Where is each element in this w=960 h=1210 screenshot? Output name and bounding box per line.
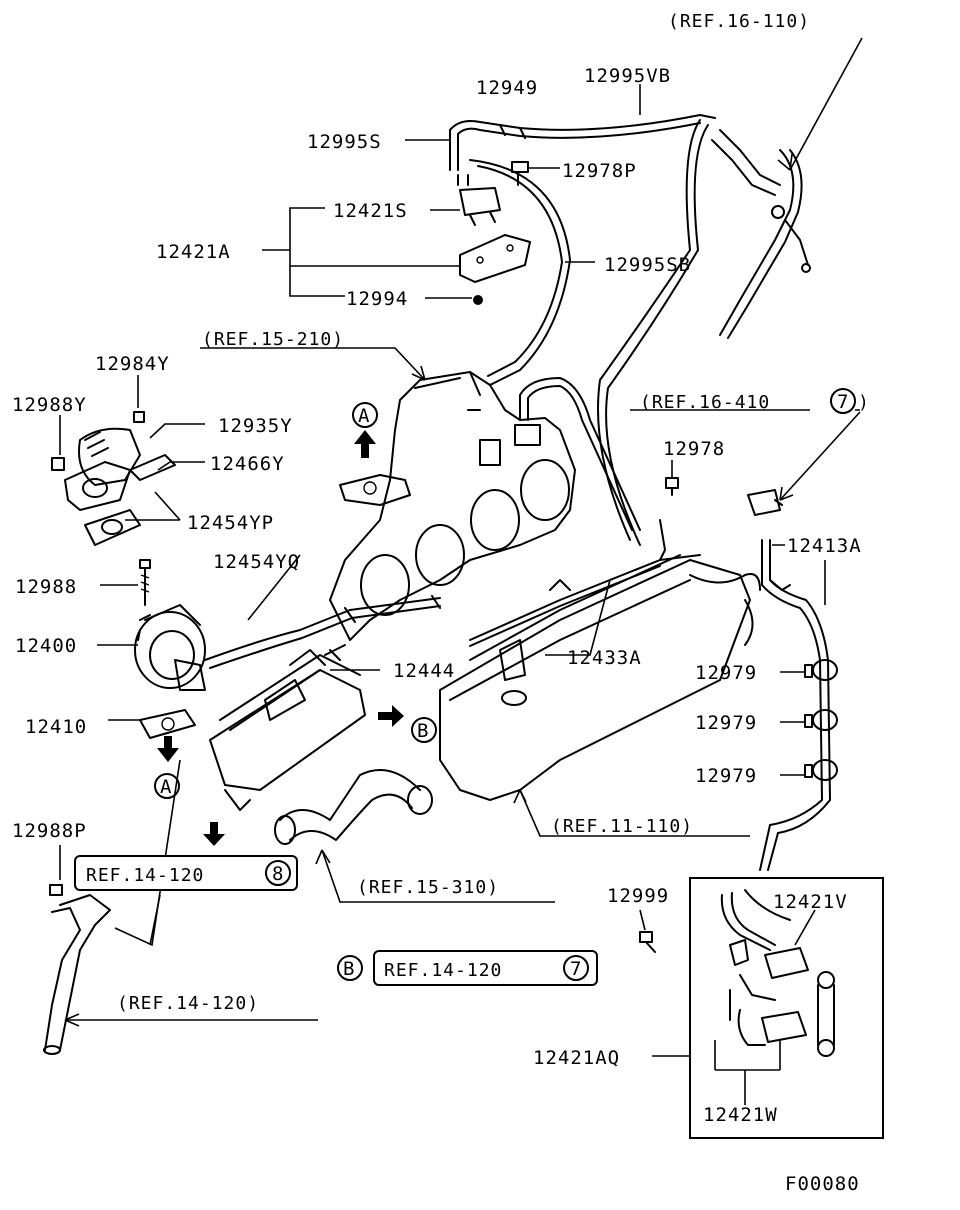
egr-pipe-drawing	[204, 595, 441, 669]
label-12421S[interactable]: 12421S	[333, 200, 408, 222]
marker-b-bottom-label: B	[343, 958, 355, 980]
label-12978[interactable]: 12978	[663, 438, 725, 460]
marker-a-bottom-label: A	[160, 776, 172, 798]
hose-12413A-drawing	[759, 539, 831, 871]
marker-a-top-label: A	[358, 405, 370, 427]
label-12994[interactable]: 12994	[346, 288, 408, 310]
label-12421AQ[interactable]: 12421AQ	[533, 1047, 620, 1069]
label-12433A[interactable]: 12433A	[567, 647, 642, 669]
label-12988[interactable]: 12988	[15, 576, 77, 598]
label-12979-b[interactable]: 12979	[695, 712, 757, 734]
label-12421W[interactable]: 12421W	[703, 1104, 778, 1126]
egr-elbow-drawing	[64, 427, 176, 546]
ref-14-120-box-8-num: 8	[272, 863, 284, 885]
label-12949[interactable]: 12949	[476, 77, 538, 99]
label-12988P[interactable]: 12988P	[12, 820, 87, 842]
svg-text:): )	[858, 392, 870, 413]
ref-16-410-label: (REF.16-410	[640, 392, 770, 413]
bolt-12978-drawing	[665, 477, 679, 496]
inset-box-12421AQ	[689, 877, 884, 1139]
exhaust-pipe-drawing	[274, 769, 433, 845]
label-12995SB[interactable]: 12995SB	[604, 254, 691, 276]
ref-14-120-box-8-label: REF.14-120	[86, 865, 204, 886]
ref-14-120-label[interactable]: (REF.14-120)	[117, 993, 259, 1014]
marker-b-bottom: B	[337, 955, 363, 981]
marker-a-top: A	[352, 402, 378, 428]
ref-14-120-box-7-label: REF.14-120	[384, 960, 502, 981]
flange-drawing	[339, 474, 411, 506]
bolt-12988Y-drawing	[51, 457, 65, 471]
egr-cooler-12444-drawing	[209, 644, 366, 811]
label-12444[interactable]: 12444	[393, 660, 455, 682]
ref-16-110-label[interactable]: (REF.16-110)	[668, 11, 810, 32]
ref-16-410-num: 7	[837, 391, 849, 413]
bolt-12984Y-drawing	[133, 411, 145, 423]
ref-14-120-box-7-num: 7	[570, 958, 582, 980]
label-12400[interactable]: 12400	[15, 635, 77, 657]
marker-b-center: B	[411, 717, 437, 743]
figure-code: F00080	[785, 1173, 860, 1195]
ref-16-110-part-drawing	[711, 129, 811, 339]
label-12995VB[interactable]: 12995VB	[584, 65, 671, 87]
label-12979-c[interactable]: 12979	[695, 765, 757, 787]
label-12466Y[interactable]: 12466Y	[210, 453, 285, 475]
solenoid-valve-12421S-drawing	[457, 174, 501, 226]
part-labels: (REF.16-110) 12949 12995VB 12995S 12978P…	[12, 11, 862, 1195]
ref-16-410-label-group[interactable]: (REF.16-410 7 )	[640, 388, 870, 414]
bolt-12978P-drawing	[511, 161, 529, 186]
label-12413A[interactable]: 12413A	[787, 535, 862, 557]
intake-manifold-drawing	[329, 371, 576, 641]
label-12979-a[interactable]: 12979	[695, 662, 757, 684]
ref-11-110-label[interactable]: (REF.11-110)	[551, 816, 693, 837]
label-12454YP[interactable]: 12454YP	[187, 512, 274, 534]
cylinder-head-drawing	[439, 554, 761, 801]
clamp-12979-drawing	[804, 659, 838, 781]
nut-12994-drawing	[473, 295, 483, 305]
label-12421V[interactable]: 12421V	[773, 891, 848, 913]
engine-harness-drawing	[469, 519, 701, 647]
bolt-12999-drawing	[639, 931, 656, 953]
label-12410[interactable]: 12410	[25, 716, 87, 738]
label-12454YQ[interactable]: 12454YQ	[213, 551, 300, 573]
solenoid-valves-inset-drawing	[720, 889, 835, 1057]
ref-14-120-box-8[interactable]: REF.14-120 8	[74, 855, 298, 891]
ref-15-210-label[interactable]: (REF.15-210)	[202, 329, 344, 350]
label-12421A[interactable]: 12421A	[156, 241, 231, 263]
ref-15-310-label[interactable]: (REF.15-310)	[357, 877, 499, 898]
leader-lines	[59, 37, 863, 1105]
ref-14-120-box-7[interactable]: REF.14-120 7	[373, 950, 598, 986]
water-pipe-drawing	[43, 894, 111, 1055]
label-12999[interactable]: 12999	[607, 885, 669, 907]
bracket-12421A-drawing	[459, 234, 531, 283]
label-12978P[interactable]: 12978P	[562, 160, 637, 182]
gasket-12410-drawing	[139, 709, 196, 739]
marker-b-center-label: B	[417, 720, 429, 742]
sensor-ref-16-410-drawing	[747, 489, 783, 516]
bolt-12988-drawing	[139, 559, 151, 606]
direction-arrows	[157, 430, 404, 846]
label-12984Y[interactable]: 12984Y	[95, 353, 170, 375]
bolt-12988P-drawing	[49, 884, 63, 896]
label-12988Y[interactable]: 12988Y	[12, 394, 87, 416]
label-12995S[interactable]: 12995S	[307, 131, 382, 153]
marker-a-bottom: A	[154, 773, 180, 799]
label-12935Y[interactable]: 12935Y	[218, 415, 293, 437]
egr-valve-12400-drawing	[134, 604, 206, 691]
